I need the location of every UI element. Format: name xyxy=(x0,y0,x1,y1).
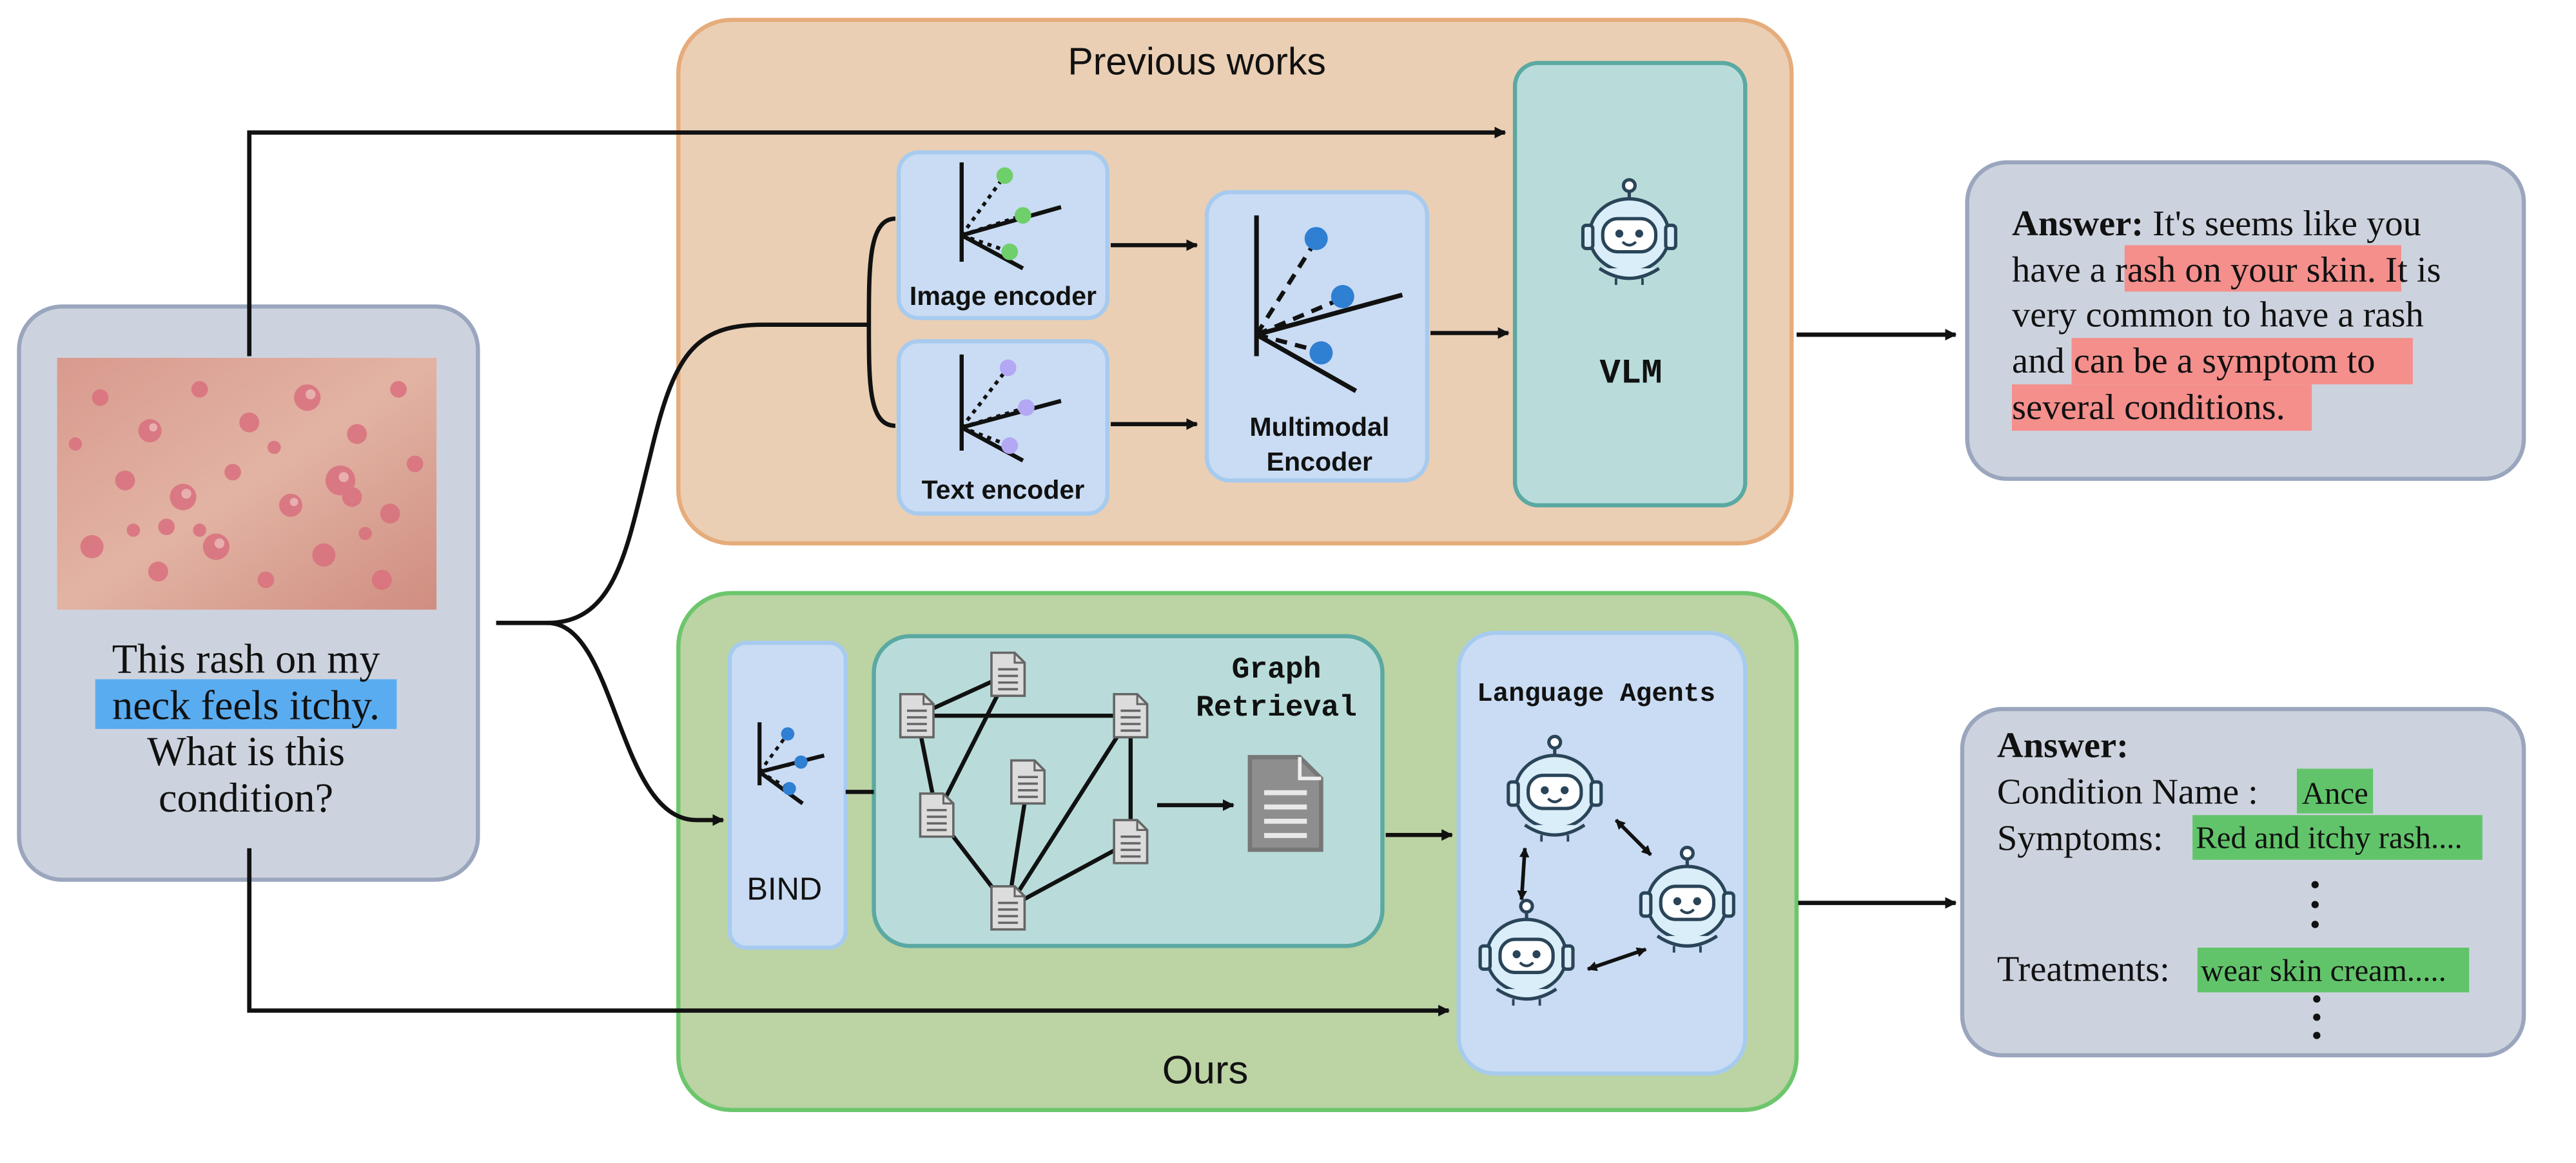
treatments-label: Treatments: xyxy=(1997,949,2170,989)
symptoms-label: Symptoms: xyxy=(1997,818,2163,858)
answer-previous-line-1: Answer: It's seems like you xyxy=(2012,204,2421,244)
ours-panel: Ours BIND Graph Retrieval xyxy=(676,591,1799,1112)
condition-label: Condition Name : xyxy=(1997,772,2258,812)
doc-icon xyxy=(1113,819,1149,865)
image-encoder-label: Image encoder xyxy=(910,281,1097,311)
graph-label-1: Graph xyxy=(1232,652,1322,687)
retrieved-document-icon xyxy=(1247,755,1323,852)
symptoms-highlight xyxy=(2192,815,2483,860)
multimodal-label-1: Multimodal xyxy=(1249,412,1389,442)
treatments-highlight xyxy=(2197,947,2470,993)
bind-axes-icon xyxy=(757,722,825,805)
answer-highlight xyxy=(2124,245,2401,292)
bind-box: BIND xyxy=(727,640,848,950)
previous-works-panel: Previous works Image encoder xyxy=(676,17,1794,546)
question-highlight xyxy=(95,679,397,729)
doc-icon xyxy=(1010,759,1046,805)
question-line-3: What is this xyxy=(147,728,345,774)
image-encoder-box: Image encoder xyxy=(896,150,1110,320)
flow-connectors xyxy=(247,126,1957,1017)
condition-highlight xyxy=(2297,768,2374,814)
question-line-2: neck feels itchy. xyxy=(112,682,380,728)
treatments-value: wear skin cream..... xyxy=(2201,952,2446,988)
ellipsis-dots xyxy=(2311,881,2319,928)
doc-icon xyxy=(919,792,955,838)
ellipsis-dots xyxy=(2313,995,2321,1039)
answer-previous-panel: Answer: It's seems like you have a rash … xyxy=(1965,160,2526,481)
answer-ours-heading: Answer: xyxy=(1997,725,2129,765)
agent-exchange-arrow xyxy=(1614,819,1652,857)
text-encoder-axes-icon xyxy=(959,354,1062,463)
multimodal-label-2: Encoder xyxy=(1267,447,1372,476)
vlm-label: VLM xyxy=(1599,355,1662,394)
ours-title: Ours xyxy=(1162,1048,1249,1093)
branch-to-encoders xyxy=(496,322,869,625)
bind-label: BIND xyxy=(746,872,822,906)
image-encoder-axes-icon xyxy=(959,162,1062,271)
doc-icon xyxy=(1113,692,1149,739)
graph-retrieval-box: Graph Retrieval xyxy=(872,634,1385,948)
question-line-4: condition? xyxy=(159,775,333,821)
answer-highlight xyxy=(2012,384,2312,431)
answer-previous-line-2: have a rash on your skin. It is xyxy=(2012,250,2441,290)
symptoms-value: Red and itchy rash.... xyxy=(2196,820,2462,855)
doc-icon xyxy=(990,885,1026,931)
arrow-image-to-vlm xyxy=(247,126,1507,357)
doc-icon xyxy=(990,651,1026,698)
brace-encoders xyxy=(866,216,896,428)
language-agents-label: Language Agents xyxy=(1477,679,1715,709)
multimodal-axes-icon xyxy=(1254,215,1403,393)
arrow-question-to-agents xyxy=(247,848,1450,1017)
answer-previous-line-5: several conditions. xyxy=(2012,387,2285,427)
previous-works-title: Previous works xyxy=(1068,40,1326,83)
answer-previous-line-3: very common to have a rash xyxy=(2012,295,2424,335)
multimodal-encoder-box: Multimodal Encoder xyxy=(1204,190,1430,483)
question-panel: This rash on my neck feels itchy. What i… xyxy=(17,304,480,882)
doc-icon xyxy=(899,692,935,739)
language-agents-box: Language Agents xyxy=(1456,630,1748,1076)
answer-highlight xyxy=(2071,338,2413,385)
agent-exchange-arrow xyxy=(1586,947,1647,972)
text-encoder-box: Text encoder xyxy=(896,339,1110,516)
graph-label-2: Retrieval xyxy=(1196,690,1357,725)
agent-exchange-arrow xyxy=(1517,847,1530,901)
rash-photo xyxy=(57,358,437,610)
vlm-box: VLM xyxy=(1512,61,1748,508)
arrow-to-bind xyxy=(547,620,725,826)
text-encoder-label: Text encoder xyxy=(922,475,1085,505)
condition-value: Ance xyxy=(2302,775,2368,810)
answer-ours-panel: Answer: Condition Name : Ance Symptoms: … xyxy=(1960,707,2526,1058)
question-line-1: This rash on my xyxy=(112,636,380,681)
answer-previous-line-4: and can be a symptom to xyxy=(2012,341,2375,381)
